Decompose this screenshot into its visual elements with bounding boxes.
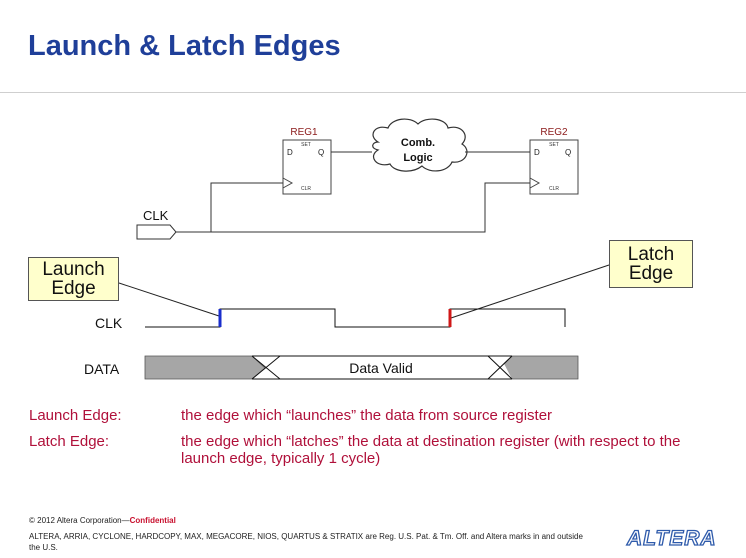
clk-branch-reg1-wire: [210, 182, 283, 232]
reg1-clock-marker: [282, 177, 294, 189]
data-invalid-region-right: [499, 355, 579, 380]
latch-callout-line2: Edge: [628, 263, 674, 284]
launch-callout-line1: Launch: [42, 259, 105, 280]
clk-waveform: [145, 308, 566, 328]
reg2-q-label: Q: [565, 148, 571, 157]
data-valid-region: [265, 356, 512, 379]
latch-edge-term: Latch Edge:: [29, 433, 110, 450]
comb-logic-line1: Comb.: [401, 137, 435, 149]
altera-logo: ALTERA: [626, 526, 717, 550]
data-transition-right-b: [487, 355, 513, 380]
copyright-text: © 2012 Altera Corporation—: [29, 516, 130, 525]
register-reg1: REG1 SET D Q CLR: [282, 127, 332, 195]
latch-callout-line1: Latch: [627, 244, 675, 265]
data-invalid-region-left: [144, 355, 266, 380]
reg2-name: REG2: [540, 127, 568, 138]
reg2-set-label: SET: [549, 142, 559, 148]
footer-copyright: © 2012 Altera Corporation—Confidential: [29, 516, 176, 525]
register-reg2: REG2 SET D Q CLR: [529, 127, 579, 195]
reg1-clr-label: CLR: [301, 186, 311, 192]
latch-edge-callout: Latch Edge: [609, 240, 693, 288]
reg1-set-label: SET: [301, 142, 311, 148]
latch-edge-description: the edge which “latches” the data at des…: [181, 433, 681, 467]
launch-pointer-line: [118, 282, 220, 317]
launch-edge-term: Launch Edge:: [29, 407, 122, 424]
slide-title: Launch & Latch Edges: [28, 30, 341, 62]
reg2-d-label: D: [534, 148, 540, 157]
confidential-label: Confidential: [129, 516, 176, 525]
title-divider: [0, 92, 746, 93]
reg2-clr-label: CLR: [549, 186, 559, 192]
data-valid-label: Data Valid: [349, 360, 413, 376]
clk-waveform-label: CLK: [95, 315, 123, 331]
reg2-clock-marker: [529, 177, 541, 189]
clk-net-wire: [176, 182, 530, 233]
data-transition-left-b: [251, 355, 281, 380]
reg1-q-label: Q: [318, 148, 324, 157]
data-waveform-label: DATA: [84, 361, 120, 377]
footer-trademark: ALTERA, ARRIA, CYCLONE, HARDCOPY, MAX, M…: [29, 532, 583, 552]
launch-edge-callout: Launch Edge: [28, 257, 119, 301]
reg1-d-label: D: [287, 148, 293, 157]
clk-input-port: [136, 224, 177, 240]
reg1-name: REG1: [290, 127, 318, 138]
comb-logic-line2: Logic: [403, 152, 432, 164]
comb-logic-cloud: Comb. Logic: [372, 118, 468, 172]
latch-pointer-line: [450, 264, 610, 319]
launch-callout-line2: Edge: [51, 278, 96, 299]
launch-edge-description: the edge which “launches” the data from …: [181, 407, 553, 424]
clk-input-label: CLK: [143, 208, 169, 223]
